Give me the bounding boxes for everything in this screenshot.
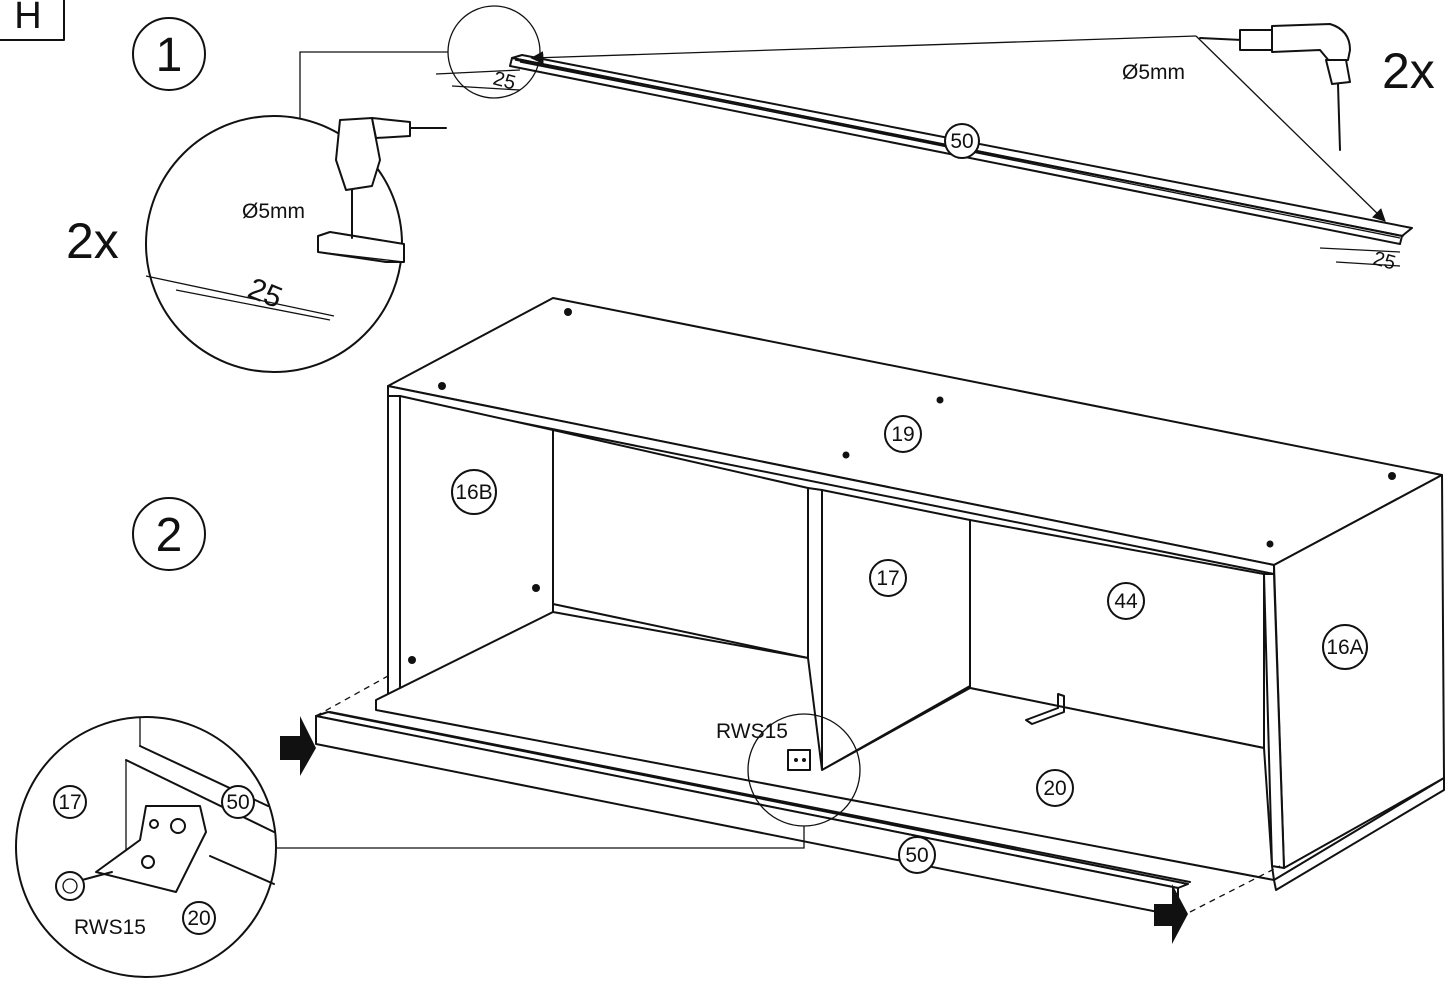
drill-icon	[1199, 23, 1351, 151]
part-label-19: 19	[884, 415, 922, 453]
step1-part-50-label: 50	[944, 123, 980, 159]
step2-badge: 2	[132, 497, 206, 571]
detail-drill-size: Ø5mm	[242, 200, 305, 223]
rail-quantity: 2x	[1382, 43, 1435, 99]
cabinet	[375, 297, 1445, 891]
step1-leader-lines	[530, 35, 1386, 222]
step2-detail-circle: 17 50 20 RWS15	[15, 716, 277, 978]
part-label-50: 50	[898, 836, 936, 874]
svg-text:17: 17	[876, 567, 899, 590]
push-arrow-icon	[280, 716, 316, 776]
detail-label-20: 20	[182, 901, 216, 935]
part-label-17: 17	[869, 559, 907, 597]
bottom-bracket	[1025, 693, 1065, 725]
push-arrow-icon-right	[1154, 884, 1188, 944]
detail-label-17: 17	[53, 785, 87, 819]
svg-text:50: 50	[950, 130, 973, 153]
rail-dimension-left: 25	[435, 68, 521, 95]
svg-text:50: 50	[905, 844, 928, 867]
fitting-label: RWS15	[716, 720, 788, 743]
step2-number: 2	[156, 509, 183, 562]
step1-badge: 1	[132, 17, 206, 91]
detail-fitting-label: RWS15	[74, 916, 146, 939]
svg-text:50: 50	[226, 791, 249, 814]
part-label-44: 44	[1107, 582, 1145, 620]
svg-text:16B: 16B	[455, 481, 492, 504]
page-letter-box: H	[0, 0, 65, 41]
svg-text:25: 25	[1371, 248, 1398, 275]
step1-number: 1	[156, 29, 183, 82]
svg-text:17: 17	[58, 791, 81, 814]
svg-text:25: 25	[491, 68, 518, 95]
svg-text:19: 19	[891, 423, 914, 446]
rail-dimension-right: 25	[1319, 247, 1401, 275]
detail-quantity: 2x	[66, 213, 119, 269]
rail-drill-size: Ø5mm	[1122, 61, 1185, 84]
part-label-16B: 16B	[451, 469, 497, 515]
svg-text:20: 20	[187, 907, 210, 930]
page-letter: H	[14, 0, 41, 37]
part-label-16A: 16A	[1322, 624, 1368, 670]
step1-detail-circle: 25 Ø5mm	[145, 115, 447, 373]
svg-text:20: 20	[1043, 777, 1066, 800]
part-label-20: 20	[1036, 769, 1074, 807]
detail-label-50: 50	[221, 785, 255, 819]
svg-text:16A: 16A	[1326, 636, 1363, 659]
fitting-callout: RWS15	[716, 713, 861, 827]
svg-text:44: 44	[1114, 590, 1138, 613]
detail-drill-icon	[335, 117, 447, 239]
front-rail	[315, 675, 1281, 917]
